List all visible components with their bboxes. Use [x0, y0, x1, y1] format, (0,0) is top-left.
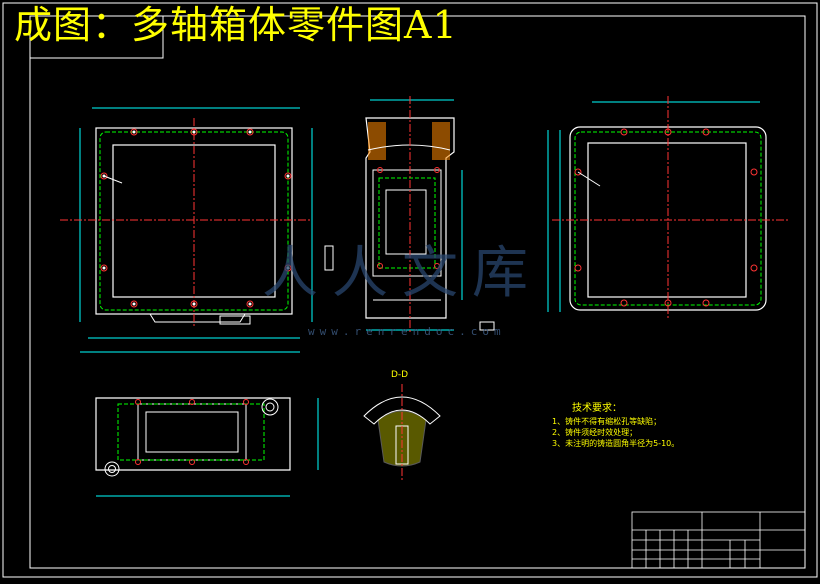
title-block [631, 511, 806, 569]
tech-req-item: 3、未注明的铸造圆角半径为5-10。 [552, 439, 680, 448]
tech-req-item: 2、铸件须经时效处理； [552, 428, 638, 437]
technical-requirements: 技术要求： 1、铸件不得有缩松孔等缺陷； 2、铸件须经时效处理； 3、未注明的铸… [552, 403, 679, 449]
drawing-title: 成图：多轴箱体零件图A1 [14, 3, 458, 47]
top-view [95, 397, 319, 497]
title-corner-box [29, 15, 164, 59]
watermark-text: 人人文库 [262, 241, 542, 306]
section-d-d [363, 384, 441, 480]
tech-req-header: 技术要求： [572, 403, 622, 414]
rear-view [547, 96, 790, 320]
watermark-url: www.renrendoc.com [308, 325, 506, 338]
section-label: D-D [391, 370, 409, 380]
inner-border [29, 15, 806, 569]
front-view [60, 107, 313, 353]
side-view [324, 96, 495, 332]
tech-req-item: 1、铸件不得有缩松孔等缺陷； [552, 417, 662, 426]
